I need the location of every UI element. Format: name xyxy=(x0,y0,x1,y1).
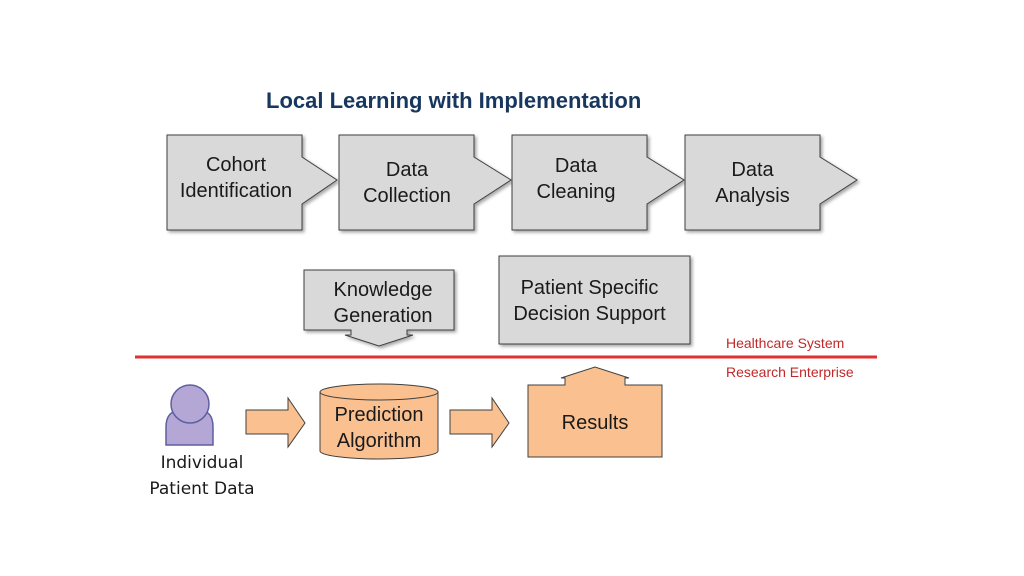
arrow-to-algorithm xyxy=(245,396,306,449)
results-box xyxy=(527,366,663,458)
data-analysis-label: Data Analysis xyxy=(685,157,820,209)
prediction-algorithm-label: Prediction Algorithm xyxy=(320,402,438,454)
analysis-line1: Data xyxy=(731,159,774,181)
decision-support-label: Patient Specific Decision Support xyxy=(499,275,680,327)
cleaning-line1: Data xyxy=(554,155,598,177)
patient-line2: Patient Data xyxy=(149,479,255,499)
results-label: Results xyxy=(561,412,629,434)
pipeline-step-collection xyxy=(338,134,512,231)
algorithm-cylinder xyxy=(319,383,439,460)
cleaning-line2: Cleaning xyxy=(536,181,616,203)
arrow-to-results xyxy=(449,396,510,449)
cohort-line1: Cohort xyxy=(205,154,267,176)
cohort-line2: Identification xyxy=(179,180,293,202)
pipeline-step-cleaning xyxy=(511,134,685,231)
knowledge-generation-label: Knowledge Generation xyxy=(304,277,462,329)
healthcare-system-label: Healthcare System xyxy=(726,335,845,351)
analysis-line2: Analysis xyxy=(715,185,790,207)
diagram-title: Local Learning with Implementation xyxy=(266,88,642,113)
research-enterprise-label: Research Enterprise xyxy=(726,364,854,380)
decision-line1: Patient Specific xyxy=(520,277,659,299)
collection-line2: Collection xyxy=(363,185,451,207)
collection-line1: Data xyxy=(385,159,429,181)
decision-support-box xyxy=(498,255,691,345)
person-icon xyxy=(165,384,214,446)
knowledge-line1: Knowledge xyxy=(333,279,433,301)
data-cleaning-label: Data Cleaning xyxy=(510,153,642,205)
algorithm-line1: Prediction xyxy=(334,404,424,426)
patient-line1: Individual xyxy=(160,453,244,473)
data-collection-label: Data Collection xyxy=(339,157,475,209)
knowledge-generation-box xyxy=(303,269,455,347)
knowledge-line2: Generation xyxy=(333,305,433,327)
algorithm-line2: Algorithm xyxy=(336,430,422,452)
pipeline-step-analysis xyxy=(684,134,858,231)
cohort-identification-label: Cohort Identification xyxy=(167,152,305,204)
patient-data-label: Individual Patient Data xyxy=(140,450,264,502)
decision-line2: Decision Support xyxy=(513,303,666,325)
pipeline-step-cohort xyxy=(166,134,338,231)
